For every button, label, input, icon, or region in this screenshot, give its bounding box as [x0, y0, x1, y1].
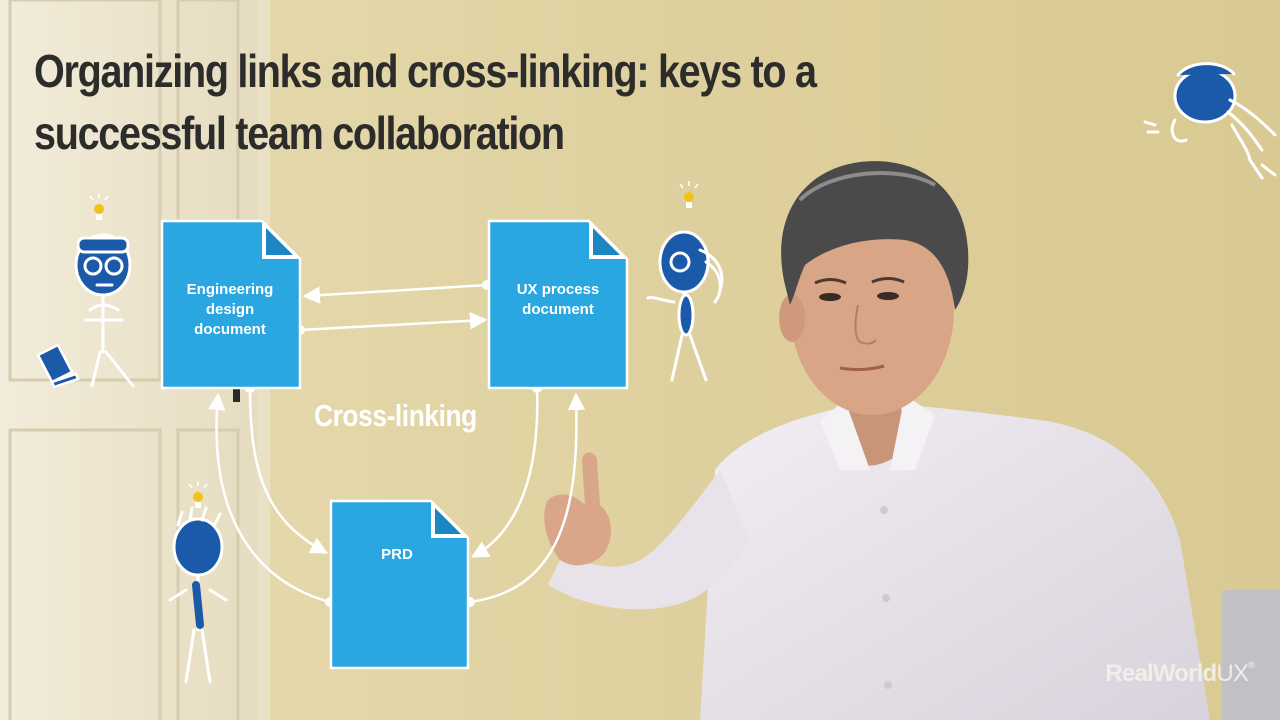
lightbulb-icon [89, 193, 109, 220]
cross-link-arrows [208, 283, 586, 604]
brand-logo: RealWorldUX® [1105, 660, 1254, 688]
brand-registered-mark: ® [1248, 660, 1255, 670]
pm-character-icon [168, 506, 228, 684]
link-eng-to-prd [248, 387, 329, 554]
brand-name-part2: UX [1216, 660, 1249, 687]
brand-name-part1: RealWorld [1105, 660, 1217, 687]
lightbulb-icon [188, 481, 208, 508]
link-prd-to-ux [469, 392, 586, 604]
flying-character-icon [1143, 62, 1277, 180]
slide-title: Organizing links and cross-linking: keys… [34, 45, 817, 159]
designer-character-icon [646, 230, 724, 382]
link-ux-to-prd [470, 387, 539, 558]
link-ux-to-eng [302, 283, 488, 304]
doc-engineering-design [160, 219, 302, 390]
link-prd-to-eng [208, 392, 331, 604]
presenter [544, 161, 1210, 720]
laptop-edge [1222, 590, 1280, 720]
doc-ux-process [487, 219, 629, 390]
doc-prd [329, 499, 470, 670]
doc-label-ux: UX process document [516, 281, 600, 318]
lightbulb-icon [679, 181, 699, 208]
link-eng-to-ux [299, 312, 488, 332]
cross-linking-label: Cross-linking [314, 398, 477, 433]
laptop-icon [36, 343, 80, 389]
engineer-character-icon [74, 233, 135, 388]
doc-label-engineering: Engineering design document [186, 281, 274, 338]
doc-label-prd: PRD [381, 546, 413, 563]
